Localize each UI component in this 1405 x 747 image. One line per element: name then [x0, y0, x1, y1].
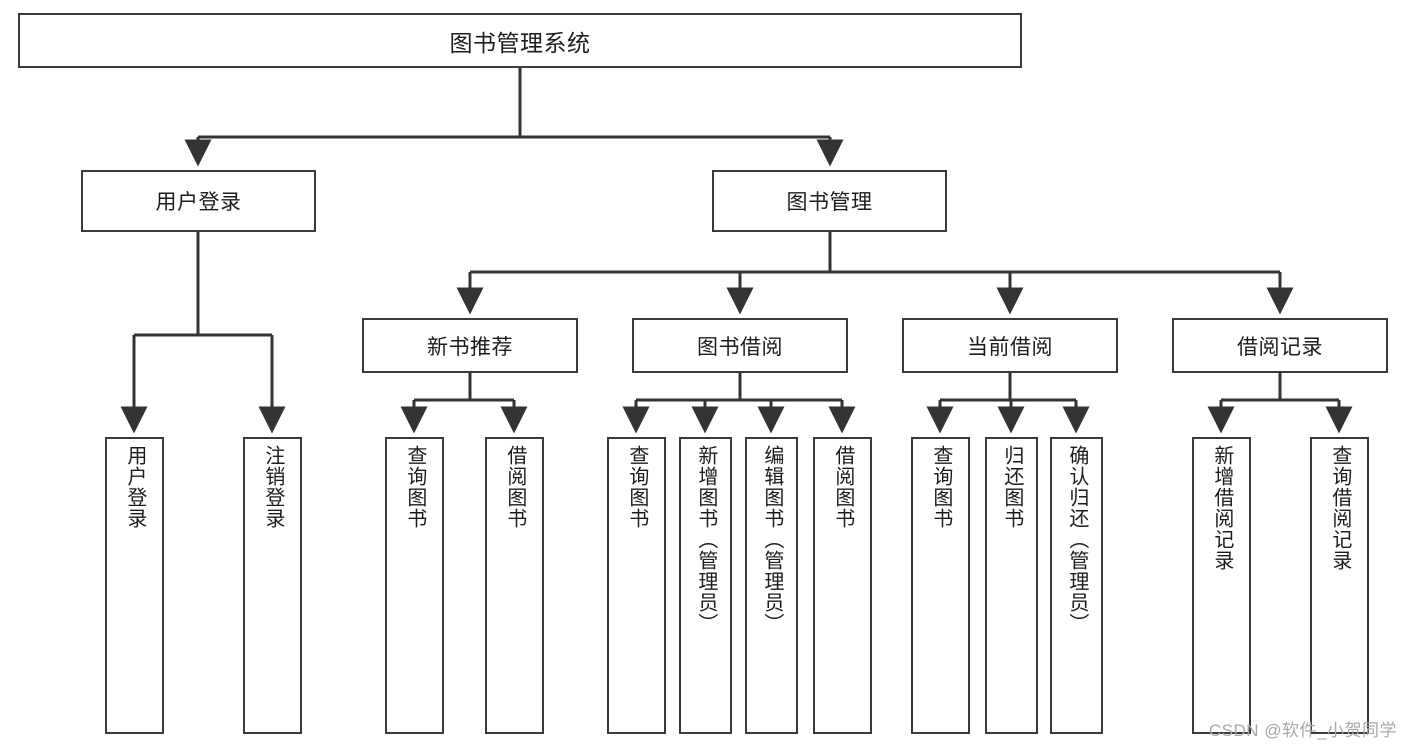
node-label: 用户登录: [123, 445, 146, 529]
node-label: 新书推荐: [427, 335, 513, 359]
node-label: 当前借阅: [967, 335, 1053, 359]
node-label: 借阅图书: [831, 445, 854, 529]
node-label: 图书管理: [786, 191, 873, 214]
node-leaf-return-book[interactable]: 归还图书: [985, 437, 1038, 734]
node-label: 归还图书: [1000, 445, 1023, 529]
node-label: 查询图书: [403, 445, 426, 529]
node-current-borrow[interactable]: 当前借阅: [902, 318, 1118, 373]
node-label: 注销登录: [261, 445, 284, 529]
node-user-login[interactable]: 用户登录: [81, 170, 316, 232]
node-leaf-add-book-admin[interactable]: 新增图书（管理员）: [679, 437, 732, 734]
node-leaf-query-book-borrow[interactable]: 查询图书: [607, 437, 666, 734]
node-label: 新增图书（管理员）: [694, 445, 717, 634]
node-label: 查询图书: [929, 445, 952, 529]
node-leaf-borrow-book[interactable]: 借阅图书: [813, 437, 872, 734]
node-borrow-record[interactable]: 借阅记录: [1172, 318, 1388, 373]
node-book-borrow[interactable]: 图书借阅: [632, 318, 848, 373]
node-leaf-edit-book-admin[interactable]: 编辑图书（管理员）: [745, 437, 798, 734]
node-leaf-query-book-recommendation[interactable]: 查询图书: [385, 437, 444, 734]
node-leaf-user-login[interactable]: 用户登录: [105, 437, 164, 734]
node-leaf-confirm-return-admin[interactable]: 确认归还（管理员）: [1050, 437, 1103, 734]
node-label: 查询图书: [625, 445, 648, 529]
node-leaf-query-book-current[interactable]: 查询图书: [911, 437, 970, 734]
node-label: 借阅记录: [1237, 335, 1323, 359]
node-label: 图书管理系统: [449, 29, 591, 56]
node-label: 确认归还（管理员）: [1065, 445, 1088, 634]
node-label: 用户登录: [155, 191, 242, 214]
node-new-book-recommendation[interactable]: 新书推荐: [362, 318, 578, 373]
node-label: 查询借阅记录: [1328, 445, 1351, 571]
node-book-management[interactable]: 图书管理: [712, 170, 947, 232]
node-label: 新增借阅记录: [1210, 445, 1233, 571]
node-label: 借阅图书: [503, 445, 526, 529]
node-leaf-query-borrow-record[interactable]: 查询借阅记录: [1310, 437, 1369, 734]
node-root-book-management-system[interactable]: 图书管理系统: [18, 13, 1022, 68]
node-leaf-add-borrow-record[interactable]: 新增借阅记录: [1192, 437, 1251, 734]
node-label: 图书借阅: [697, 335, 783, 359]
node-leaf-user-logout[interactable]: 注销登录: [243, 437, 302, 734]
watermark: CSDN @软件_小贺同学: [1208, 721, 1397, 740]
node-label: 编辑图书（管理员）: [760, 445, 783, 634]
node-leaf-borrow-book-recommendation[interactable]: 借阅图书: [485, 437, 544, 734]
